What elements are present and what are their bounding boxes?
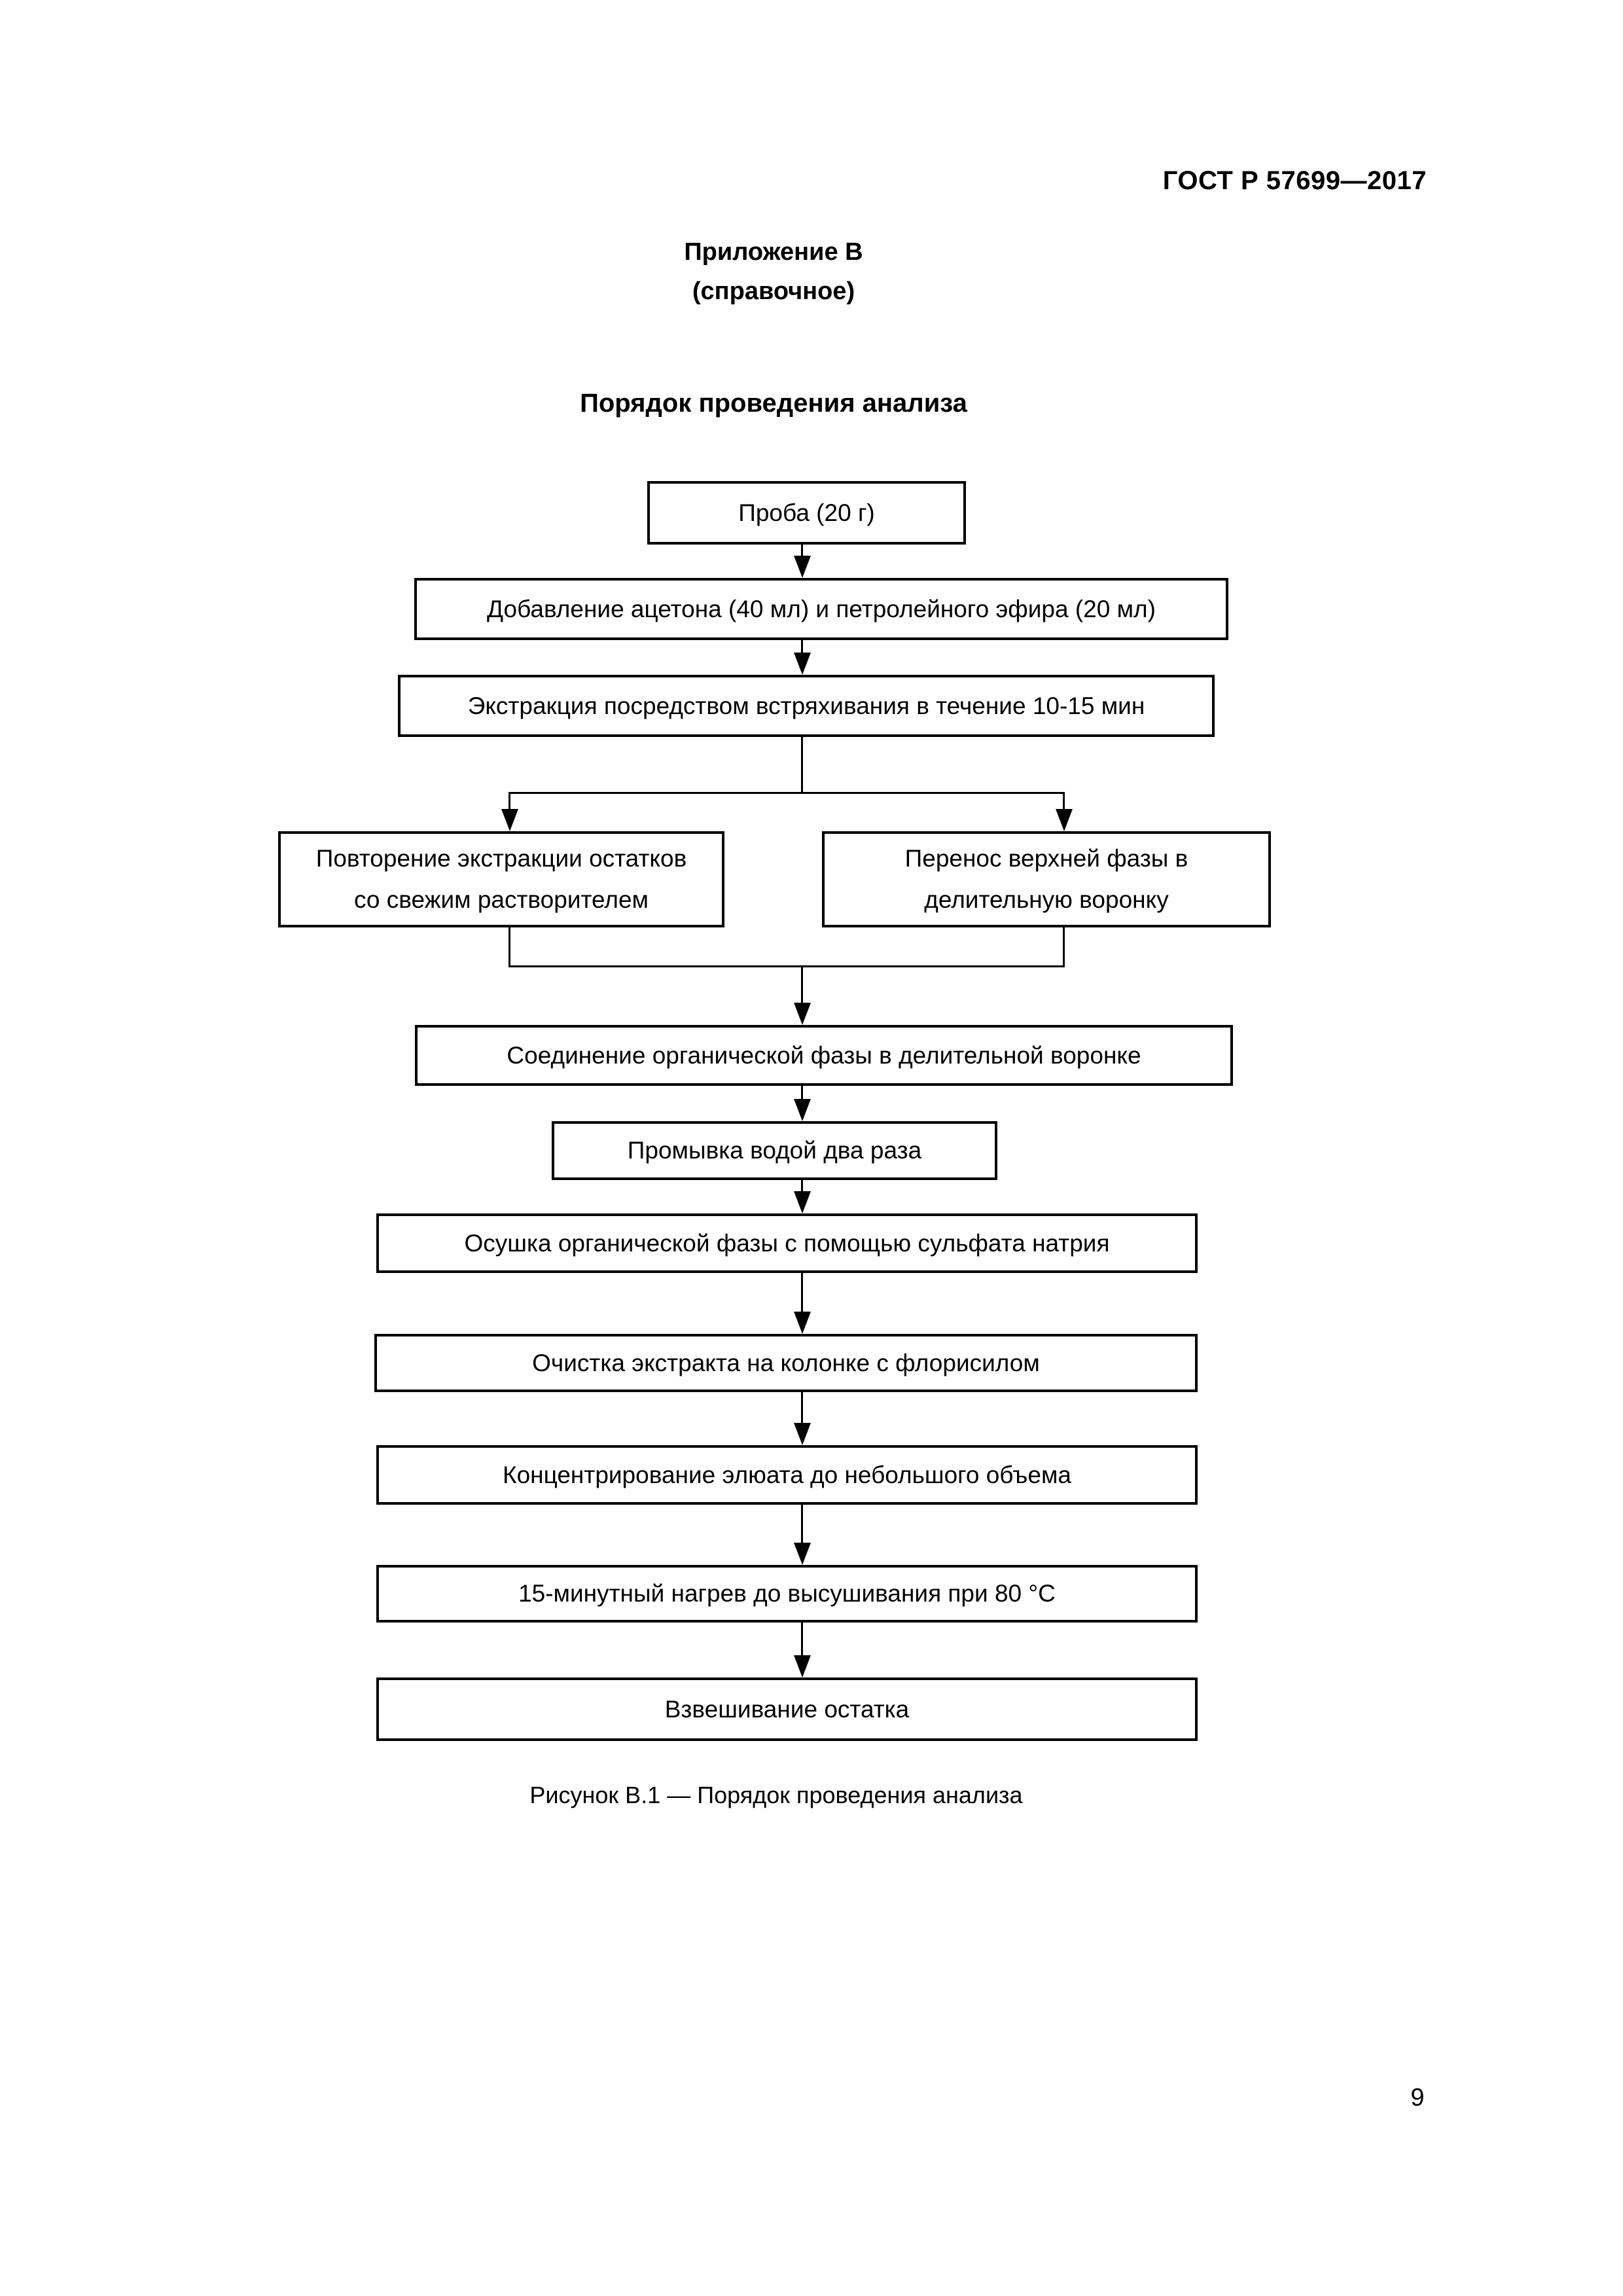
flow-node-extraction: Экстракция посредством встряхивания в те… [398,675,1215,737]
node-line: делительную воронку [924,886,1169,913]
arrow-head [794,1312,811,1334]
arrow-head [794,653,811,675]
node-line: Повторение экстракции остатков [315,844,687,872]
connector-sample-to-solvents [801,545,803,558]
flow-node-dry-sodium-sulfate: Осушка органической фазы с помощью сульф… [376,1213,1198,1273]
flow-node-wash-water: Промывка водой два раза [552,1121,997,1180]
arrow-head [794,1423,811,1445]
connector-split-left [508,792,510,810]
branch-split-bar [510,792,1065,794]
arrow-head [501,809,518,831]
connector-merge-to-combine [801,967,803,1004]
connector-split-right [1063,792,1065,810]
flow-node-concentrate-eluate: Концентрирование элюата до небольшого об… [376,1445,1198,1505]
arrow-head [1056,809,1073,831]
flow-node-combine-organic-phase: Соединение органической фазы в делительн… [415,1025,1233,1086]
flow-node-repeat-extraction: Повторение экстракции остатков со свежим… [278,831,724,927]
arrow-head [794,556,811,578]
page-number: 9 [1410,2084,1425,2111]
document-code: ГОСТ Р 57699—2017 [1162,166,1427,195]
flow-node-add-solvents: Добавление ацетона (40 мл) и петролейног… [414,578,1228,640]
node-line: Перенос верхней фазы в [904,844,1188,872]
branch-merge-bar [508,965,1065,967]
connector-concentrate-to-heat [801,1505,803,1544]
arrow-head [794,1655,811,1677]
flow-node-weigh-residue: Взвешивание остатка [376,1677,1198,1741]
connector-merge-left [508,927,510,967]
connector-solvents-to-extraction [801,640,803,655]
appendix-subtitle: (справочное) [692,278,855,305]
section-title: Порядок проведения анализа [580,389,967,418]
flow-node-heat-dry: 15-минутный нагрев до высушивания при 80… [376,1565,1198,1623]
connector-combine-to-wash [801,1086,803,1100]
connector-heat-to-weigh [801,1623,803,1657]
arrow-head [794,1003,811,1025]
connector-dry-to-cleanup [801,1273,803,1313]
flow-node-transfer-upper-phase: Перенос верхней фазы в делительную ворон… [822,831,1271,927]
connector-cleanup-to-concentrate [801,1392,803,1424]
appendix-title: Приложение В [684,238,863,266]
arrow-head [794,1543,811,1565]
connector-merge-right [1063,927,1065,967]
node-line: со свежим растворителем [354,886,649,913]
figure-caption: Рисунок В.1 — Порядок проведения анализа [529,1782,1023,1808]
arrow-head [794,1191,811,1213]
flow-node-sample: Проба (20 г) [647,481,966,545]
connector-extraction-stem [801,737,803,794]
connector-wash-to-dry [801,1180,803,1193]
arrow-head [794,1099,811,1121]
flow-node-florisil-cleanup: Очистка экстракта на колонке с флорисило… [374,1334,1198,1392]
